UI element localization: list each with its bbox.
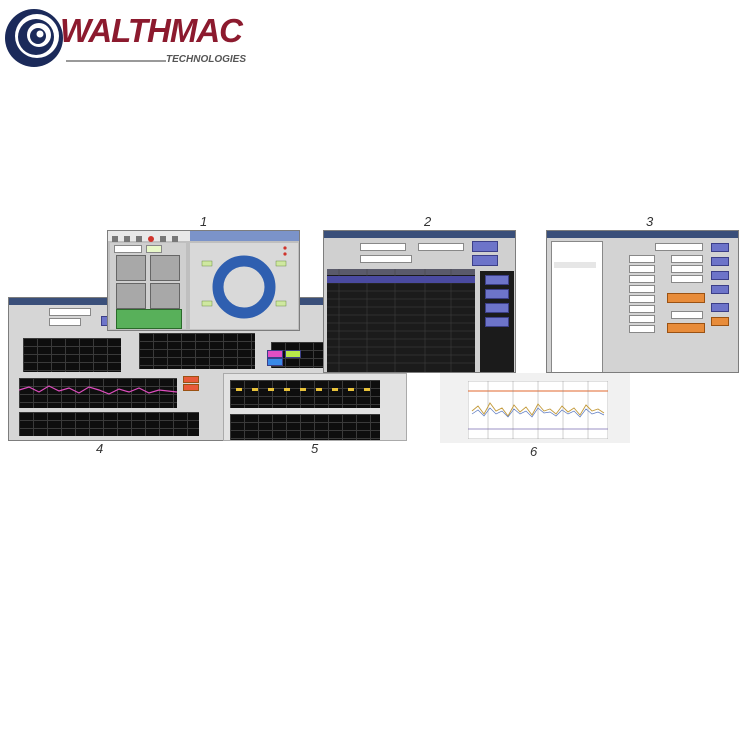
param-field-5[interactable] <box>629 295 655 303</box>
logo-swirl-icon <box>5 9 63 67</box>
param-field-12[interactable] <box>671 311 703 319</box>
sensor-box-4 <box>150 283 180 309</box>
label-number-4: 4 <box>96 441 104 456</box>
screenshot-window-1 <box>107 230 300 331</box>
param-field-9[interactable] <box>671 255 703 263</box>
screenshot-window-6 <box>440 373 630 443</box>
filter-field[interactable] <box>360 255 412 263</box>
record-table-grid <box>327 269 475 372</box>
param-field-1[interactable] <box>629 255 655 263</box>
walthmac-logo <box>4 6 266 70</box>
btn-3-5[interactable] <box>711 303 729 312</box>
param-field-7[interactable] <box>629 315 655 323</box>
record-table <box>327 269 475 372</box>
screenshot-window-5 <box>223 373 407 441</box>
screenshot-window-2 <box>323 230 516 373</box>
label-number-3: 3 <box>646 214 654 229</box>
param-field-4[interactable] <box>629 285 655 293</box>
btn-3-2[interactable] <box>711 257 729 266</box>
side-button-3[interactable] <box>485 303 509 313</box>
side-button-1[interactable] <box>485 275 509 285</box>
tree-item[interactable] <box>554 262 596 268</box>
brand-underline <box>66 60 166 62</box>
ring-gauge-icon <box>201 246 287 319</box>
trend-chart <box>468 381 608 439</box>
brand-banner <box>190 231 299 241</box>
apply-button[interactable] <box>667 293 705 303</box>
value-field-b <box>146 245 162 253</box>
side-button-2[interactable] <box>485 289 509 299</box>
param-field-6[interactable] <box>629 305 655 313</box>
start-date-field[interactable] <box>360 243 406 251</box>
mode-button-blue[interactable] <box>267 358 283 366</box>
mode-button-green[interactable] <box>285 350 301 358</box>
window-titlebar <box>324 231 515 238</box>
btn-3-6[interactable] <box>711 317 729 326</box>
btn-3-4[interactable] <box>711 285 729 294</box>
param-field-8[interactable] <box>629 325 655 333</box>
gauge-panel <box>110 243 186 329</box>
side-button-panel <box>480 271 514 372</box>
label-number-1: 1 <box>200 214 208 229</box>
param-field-11[interactable] <box>671 275 703 283</box>
param-field-3[interactable] <box>629 275 655 283</box>
brand-subtitle: TECHNOLOGIES <box>166 54 247 65</box>
ring-panel <box>190 243 298 329</box>
brand-name: WALTHMAC <box>60 12 243 49</box>
side-button-4[interactable] <box>485 317 509 327</box>
label-number-5: 5 <box>311 441 319 456</box>
toolbar <box>108 231 190 242</box>
save-config-button[interactable] <box>667 323 705 333</box>
label-number-6: 6 <box>530 444 538 459</box>
value-field-a <box>114 245 142 253</box>
spectrum-plot-d <box>18 378 178 408</box>
spectrum-plot-e <box>19 412 199 436</box>
param-field-2[interactable] <box>629 265 655 273</box>
mode-button-pink[interactable] <box>267 350 283 358</box>
param-field-10[interactable] <box>671 265 703 273</box>
sensor-box-1 <box>116 255 146 281</box>
spectrum-plot-b <box>139 333 255 369</box>
query-button[interactable] <box>472 241 498 252</box>
sensor-box-2 <box>150 255 180 281</box>
export-button[interactable] <box>472 255 498 266</box>
btn-3-1[interactable] <box>711 243 729 252</box>
status-table <box>116 309 182 329</box>
label-number-2: 2 <box>424 214 432 229</box>
speed-field[interactable] <box>49 318 81 326</box>
sensor-box-3 <box>116 283 146 309</box>
device-tree <box>551 241 603 372</box>
btn-3-3[interactable] <box>711 271 729 280</box>
spectrum-trace-pink <box>18 385 178 395</box>
toolbar-icons <box>112 236 178 242</box>
alarm-indicator-a <box>183 376 199 383</box>
waveform-plot-lower <box>230 414 380 440</box>
window-titlebar <box>547 231 738 238</box>
waveform-plot-upper <box>230 380 380 408</box>
end-date-field[interactable] <box>418 243 464 251</box>
spectrum-plot-a <box>23 338 121 372</box>
device-name-field[interactable] <box>655 243 703 251</box>
channel-select[interactable] <box>49 308 91 316</box>
alarm-indicator-b <box>183 384 199 391</box>
waveform-markers <box>236 388 370 391</box>
screenshot-window-3 <box>546 230 739 373</box>
